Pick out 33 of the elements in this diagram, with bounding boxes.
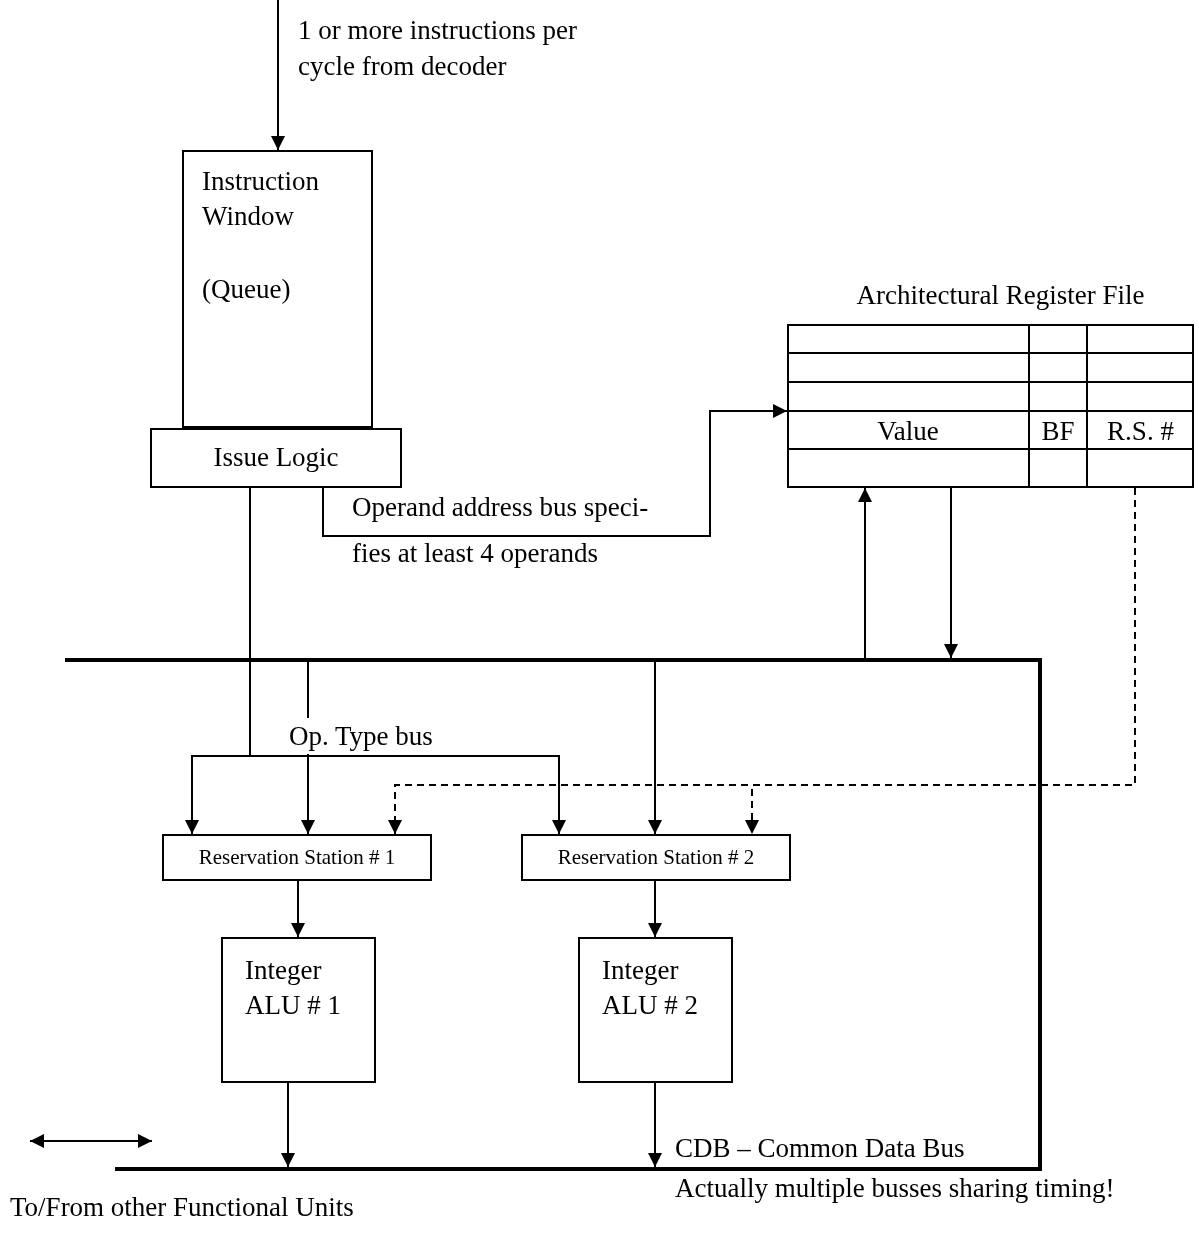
edge-label: Operand address bus speci- fies at least 4 operands bbox=[352, 491, 650, 570]
queue-box bbox=[182, 150, 373, 428]
node-label: Issue Logic bbox=[212, 441, 340, 474]
data-bus bbox=[115, 1167, 1042, 1171]
arrow bbox=[281, 1082, 295, 1168]
table-heading: Architectural Register File bbox=[855, 279, 1146, 312]
data-bus bbox=[1038, 662, 1042, 1167]
node-label: Integer ALU # 2 bbox=[602, 954, 699, 1023]
alu-box bbox=[221, 937, 376, 1083]
arrow bbox=[944, 487, 958, 659]
node-label: Integer ALU # 1 bbox=[245, 954, 342, 1023]
bus-label: CDB – Common Data Bus bbox=[675, 1132, 965, 1165]
station-box bbox=[162, 834, 432, 881]
arrow bbox=[648, 661, 662, 835]
alu-box bbox=[578, 937, 733, 1083]
data-bus bbox=[65, 658, 1042, 662]
node-label: Reservation Station # 1 bbox=[197, 844, 397, 871]
station-box bbox=[521, 834, 791, 881]
logic-box bbox=[150, 428, 402, 488]
note-text: To/From other Functional Units bbox=[10, 1191, 355, 1224]
field-label: BF bbox=[1040, 415, 1076, 448]
field-label: Value bbox=[876, 415, 940, 448]
arrow bbox=[291, 880, 305, 938]
node-label: Reservation Station # 2 bbox=[556, 844, 756, 871]
arrow bbox=[648, 1082, 662, 1168]
field-label: R.S. # bbox=[1106, 415, 1175, 448]
arrow bbox=[271, 0, 285, 151]
bus-note: Actually multiple busses sharing timing! bbox=[675, 1172, 1115, 1205]
arrow bbox=[648, 880, 662, 938]
arrow bbox=[322, 404, 788, 537]
arrow bbox=[858, 487, 872, 659]
node-label: (Queue) bbox=[202, 273, 292, 306]
node-label: Instruction Window bbox=[202, 165, 320, 234]
